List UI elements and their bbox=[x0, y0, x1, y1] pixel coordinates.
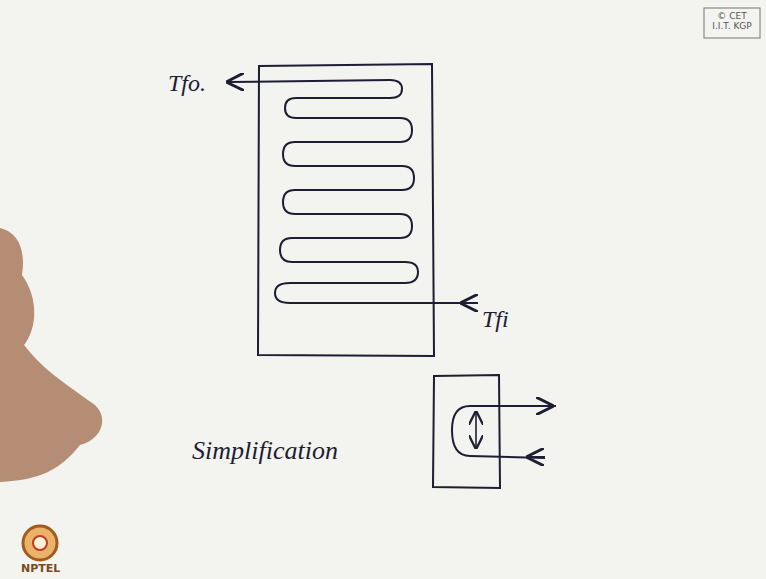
outlet-arrow bbox=[540, 405, 552, 407]
note-text: Simplification bbox=[192, 437, 338, 466]
u-tube bbox=[452, 406, 556, 458]
hand bbox=[0, 228, 102, 482]
simplified-box bbox=[433, 375, 500, 488]
logo-core bbox=[33, 536, 47, 550]
logo-text: NPTEL bbox=[21, 563, 60, 575]
inlet-arrow bbox=[462, 302, 478, 304]
watermark-box bbox=[704, 8, 760, 38]
serpentine-tube bbox=[228, 80, 470, 303]
temperature-label: Tfo. bbox=[168, 70, 206, 96]
logo-circle bbox=[23, 526, 57, 560]
watermark: © CET I.I.T. KGP bbox=[707, 11, 757, 32]
temperature-label: Tfi bbox=[482, 306, 509, 332]
double-arrow bbox=[475, 412, 477, 448]
inlet-arrow bbox=[528, 456, 545, 458]
